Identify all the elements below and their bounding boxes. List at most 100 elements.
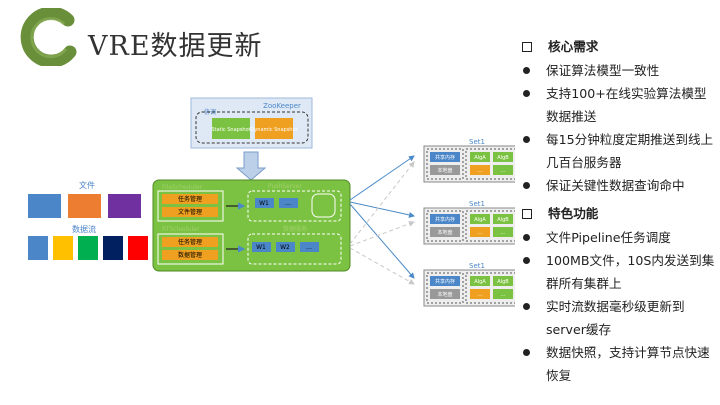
- alg-box: [493, 289, 513, 299]
- list-item: 每15分钟粒度定期推送到线上几百台服务器: [517, 128, 717, 174]
- static-snapshot-box: [212, 118, 250, 139]
- bullet-icon: [523, 90, 530, 97]
- local-disk-box: [430, 289, 460, 299]
- ds-item-2: [276, 242, 295, 252]
- rt-item-2-label: 数据管理: [178, 251, 202, 259]
- stream-box: [28, 236, 48, 260]
- list-item: 数据快照，支持计算节点快速恢复: [517, 341, 717, 387]
- bullet-icon: [523, 182, 530, 189]
- set-label: Set1: [469, 200, 485, 208]
- rt-scheduler-label: RTScheduler: [162, 226, 200, 233]
- section-core: 核心需求 保证算法模型一致性 支持100+在线实验算法模型数据推送 每15分钟粒…: [517, 35, 717, 197]
- alg-box: [493, 276, 513, 286]
- shared-memory-box: [430, 214, 460, 224]
- bullet-icon: [523, 257, 530, 264]
- alg-box: [493, 214, 513, 224]
- file-box: [108, 194, 141, 218]
- svg-text:AlgA: AlgA: [474, 155, 486, 161]
- static-snapshot-label: Static Snapshot: [211, 127, 250, 133]
- ps-item-2: [279, 198, 298, 208]
- zookeeper-left-label: 协调: [204, 108, 216, 116]
- svg-text:…: …: [478, 230, 483, 236]
- square-bullet-icon: [522, 41, 532, 52]
- stream-boxes: [28, 236, 148, 260]
- section-heading: 核心需求: [548, 39, 599, 54]
- file-label: 文件: [79, 180, 95, 190]
- list-item: 保证关键性数据查询命中: [517, 174, 717, 197]
- alg-box: [470, 289, 490, 299]
- stream-box: [128, 236, 148, 260]
- data-server-label: 数据服务: [283, 225, 307, 233]
- svg-text:AlgB: AlgB: [497, 217, 509, 223]
- shared-memory-box: [430, 276, 460, 286]
- alg-box: [470, 276, 490, 286]
- bullet-icon: [523, 303, 530, 310]
- dynamic-snapshot-label: Dynamic Snapshot: [250, 127, 297, 133]
- file-box: [68, 194, 101, 218]
- dynamic-snapshot-box: [255, 118, 293, 139]
- alg-box: [470, 214, 490, 224]
- rt-item-2: [162, 250, 218, 260]
- down-arrow: [235, 151, 267, 181]
- link-1: [349, 155, 415, 201]
- link-4: [349, 161, 415, 245]
- rt-item-1-label: 任务管理: [178, 238, 202, 246]
- file-boxes: [28, 194, 141, 218]
- list-item: 实时流数据毫秒级更新到server缓存: [517, 295, 717, 341]
- svg-text:…: …: [501, 292, 506, 298]
- ps-item-2-label: …: [285, 200, 291, 207]
- set-label: Set1: [469, 138, 485, 146]
- stream-box: [103, 236, 123, 260]
- list-item: 保证算法模型一致性: [517, 59, 717, 82]
- shared-memory-box: [430, 152, 460, 162]
- list-item: 文件Pipeline任务调度: [517, 226, 717, 249]
- ds-item-3: [300, 242, 319, 252]
- ps-item-1: [255, 198, 274, 208]
- ds-item-1-label: W1: [256, 244, 266, 251]
- svg-text:本地盘: 本地盘: [437, 167, 452, 174]
- svg-text:共享内存: 共享内存: [435, 216, 455, 223]
- link-5: [349, 220, 415, 247]
- ds-item-2-label: W2: [280, 244, 290, 251]
- logo-icon: [20, 8, 77, 66]
- bullet-icon: [523, 67, 530, 74]
- svg-text:AlgA: AlgA: [474, 217, 486, 223]
- alg-box: [493, 152, 513, 162]
- stream-box: [53, 236, 73, 260]
- svg-text:AlgA: AlgA: [474, 279, 486, 285]
- file-box: [28, 194, 61, 218]
- svg-text:AlgB: AlgB: [497, 155, 509, 161]
- list-item: 支持100+在线实验算法模型数据推送: [517, 82, 717, 128]
- page-title: VRE数据更新: [88, 31, 263, 62]
- bullet-icon: [523, 234, 530, 241]
- list-item: 100MB文件，10S内发送到集群所有集群上: [517, 249, 717, 295]
- svg-text:本地盘: 本地盘: [437, 229, 452, 236]
- fs-item-2-label: 文件管理: [178, 208, 202, 216]
- requirements-panel: 核心需求 保证算法模型一致性 支持100+在线实验算法模型数据推送 每15分钟粒…: [517, 35, 717, 387]
- alg-box: [493, 165, 513, 175]
- local-disk-box: [430, 227, 460, 237]
- stream-label: 数据流: [72, 224, 96, 234]
- square-bullet-icon: [522, 208, 532, 219]
- svg-text:…: …: [501, 168, 506, 174]
- link-3: [349, 203, 415, 279]
- alg-box: [493, 227, 513, 237]
- svg-text:…: …: [478, 292, 483, 298]
- fs-item-1: [162, 194, 218, 204]
- rt-item-1: [162, 237, 218, 247]
- bullet-icon: [523, 136, 530, 143]
- fs-item-2: [162, 207, 218, 217]
- svg-text:AlgB: AlgB: [497, 279, 509, 285]
- alg-box: [470, 152, 490, 162]
- ds-item-1: [252, 242, 271, 252]
- ds-item-3-label: …: [306, 244, 312, 251]
- link-2: [349, 201, 415, 218]
- push-server-label: PushServer: [268, 183, 302, 190]
- svg-text:共享内存: 共享内存: [435, 278, 455, 285]
- fs-item-1-label: 任务管理: [178, 195, 202, 203]
- svg-text:…: …: [501, 230, 506, 236]
- stream-box: [78, 236, 98, 260]
